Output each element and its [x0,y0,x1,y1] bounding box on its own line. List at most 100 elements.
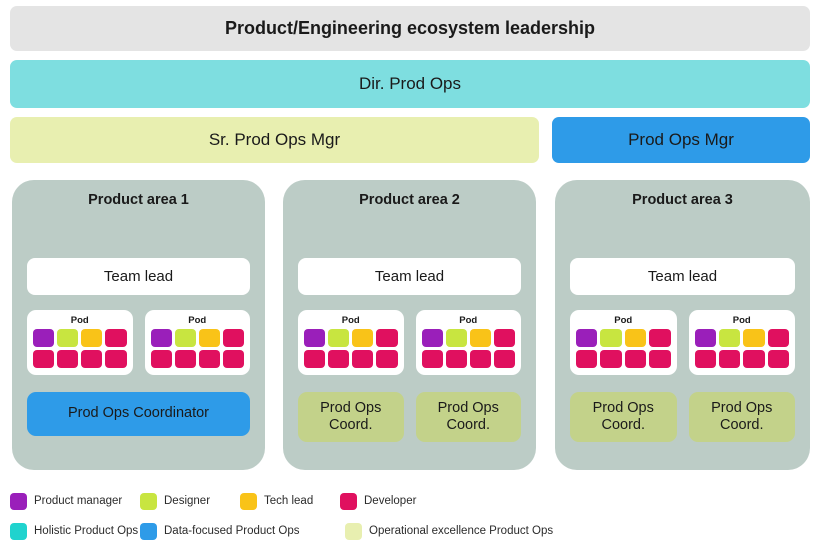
pod: Pod [298,310,404,375]
legend-swatch-icon [140,492,157,510]
product-area-title: Product area 1 [88,192,189,208]
pod-member-tech-lead [198,329,220,347]
pod-member-product-manager [694,329,716,347]
legend-swatch-icon [10,522,27,540]
legend-item: Product manager [10,488,122,514]
pod-member-developer [493,329,515,347]
pod-member-designer [328,329,350,347]
pods-row: Pod Pod [570,310,795,375]
pod-member-designer [600,329,622,347]
pod-member-designer [445,329,467,347]
pod-member-developer [718,350,741,368]
pod-member-developer [222,329,244,347]
pod-member-developer [600,350,622,368]
coordinator-row: Prod Ops Coordinator [27,392,250,436]
legend-item: Data-focused Product Ops [140,518,300,544]
legend-swatch-icon [140,522,157,540]
pod-member-developer [767,329,789,347]
director-label: Dir. Prod Ops [358,74,462,93]
manager-label: Prod Ops Mgr [628,130,734,149]
legend-item: Designer [140,488,210,514]
legend-item: Holistic Product Ops [10,518,138,544]
pod-member-product-manager [421,329,443,347]
pod-member-grid [694,329,789,368]
legend-swatch-icon [10,492,27,510]
legend-label: Developer [364,495,417,507]
pod-member-developer [174,350,196,368]
pod-member-designer [718,329,741,347]
pod-member-developer [376,329,398,347]
legend-item: Operational excellence Product Ops [345,518,553,544]
legend: Product manager Designer Tech lead Develope… [0,486,820,546]
legend-swatch-icon [240,492,257,510]
pod-member-tech-lead [469,329,491,347]
pod-label: Pod [341,315,360,326]
pod-member-tech-lead [81,329,103,347]
pod-member-developer [576,350,598,368]
pod-label: Pod [188,315,207,326]
pod-member-product-manager [150,329,172,347]
pod-member-developer [150,350,172,368]
senior-manager-label: Sr. Prod Ops Mgr [208,130,341,149]
prod-ops-coordinator-box: Prod Ops Coord. [688,392,795,442]
legend-swatch-icon [345,522,362,540]
product-area-title: Product area 3 [632,192,733,208]
pod-member-developer [328,350,350,368]
pod-member-tech-lead [743,329,765,347]
pod: Pod [688,310,795,375]
legend-label: Designer [164,495,211,507]
pod-member-grid [150,329,244,368]
pod-member-product-manager [304,329,326,347]
pod-label: Pod [614,315,633,326]
pod-member-tech-lead [624,329,647,347]
pod: Pod [27,310,133,375]
pod: Pod [415,310,521,375]
pod-member-grid [576,329,671,368]
legend-item: Tech lead [240,488,313,514]
pod-member-developer [81,350,103,368]
pod-member-developer [33,350,55,368]
pod-member-developer [376,350,398,368]
prod-ops-coordinator-box: Prod Ops Coord. [570,392,677,442]
pod: Pod [144,310,250,375]
pod-member-designer [174,329,196,347]
product-area-title: Product area 2 [359,192,460,208]
pod-member-developer [304,350,326,368]
pod-member-product-manager [33,329,55,347]
pod-member-product-manager [576,329,598,347]
team-lead-box: Team lead [570,258,795,295]
pod-member-developer [649,329,671,347]
pod-member-developer [105,350,127,368]
legend-item: Developer [340,488,416,514]
pod-label: Pod [732,315,751,326]
pod-member-grid [33,329,127,368]
pod-label: Pod [70,315,89,326]
prod-ops-coordinator-box: Prod Ops Coordinator [27,392,250,436]
pod-member-tech-lead [352,329,374,347]
senior-prod-ops-manager-bar: Sr. Prod Ops Mgr [10,117,539,163]
pods-row: Pod Pod [27,310,250,375]
pod-member-developer [694,350,716,368]
coordinator-row: Prod Ops Coord.Prod Ops Coord. [298,392,521,442]
legend-swatch-icon [340,492,357,510]
pod-member-grid [304,329,398,368]
pod-member-developer [493,350,515,368]
pod-member-developer [421,350,443,368]
pod-member-developer [445,350,467,368]
pod-member-designer [57,329,79,347]
team-lead-box: Team lead [27,258,250,295]
pod-member-developer [469,350,491,368]
legend-label: Holistic Product Ops [34,525,139,537]
pod-member-developer [649,350,671,368]
pod-member-developer [743,350,765,368]
prod-ops-coordinator-box: Prod Ops Coord. [415,392,521,442]
pod-member-developer [198,350,220,368]
pod: Pod [570,310,677,375]
prod-ops-manager-bar: Prod Ops Mgr [552,117,810,163]
legend-label: Data-focused Product Ops [164,525,300,537]
pod-member-grid [421,329,515,368]
